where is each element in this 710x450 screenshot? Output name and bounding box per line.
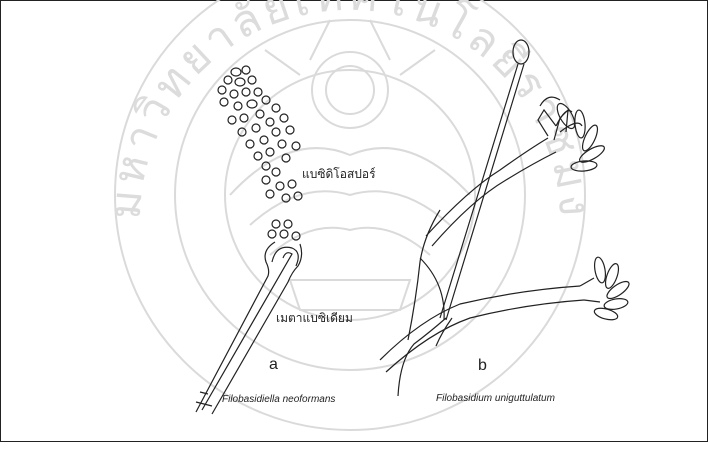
basidium-b-upper — [426, 97, 607, 246]
metabasidium-label: เมตาแบซิเดียม — [276, 309, 353, 328]
basal-hyphae — [398, 210, 452, 396]
metabasidium-a — [196, 242, 302, 414]
panel-a-letter: a — [269, 356, 278, 374]
panel-b-letter: b — [478, 357, 487, 375]
basidiospore-label: แบซิดิโอสปอร์ — [302, 165, 376, 184]
panel-b-species: Filobasidium uniguttulatum — [436, 393, 555, 404]
basidiospore-cluster — [218, 66, 302, 240]
basidium-b-lower — [380, 256, 632, 372]
panel-a-species: Filobasidiella neoformans — [222, 394, 335, 405]
basidium-b-long — [440, 40, 529, 320]
